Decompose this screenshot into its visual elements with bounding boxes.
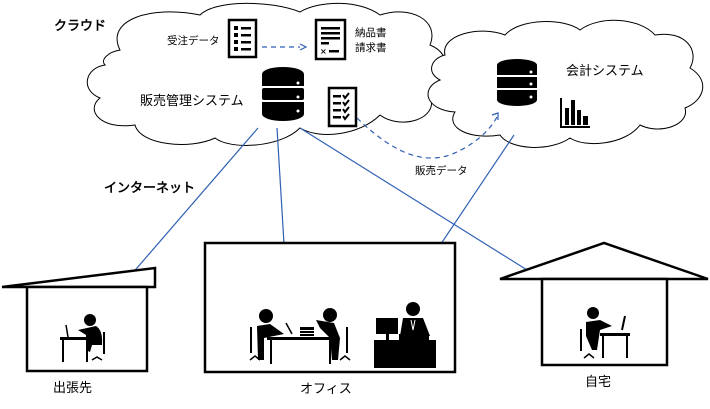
sales-data-arrow <box>356 112 499 159</box>
invoice-label: 請求書 <box>355 42 387 54</box>
accounting-database-icon <box>497 59 537 106</box>
meeting-people-icon <box>249 308 351 364</box>
office-label: オフィス <box>300 382 352 397</box>
home-label: 自宅 <box>585 375 612 390</box>
business-trip-building <box>1 266 157 373</box>
business-trip-label: 出張先 <box>53 381 93 396</box>
bar-chart-icon <box>560 98 590 128</box>
home-building <box>499 241 709 367</box>
cloud-label: クラウド <box>54 19 107 34</box>
person-at-computer-icon <box>580 307 630 359</box>
link-home <box>299 127 568 296</box>
person-at-laptop-icon <box>60 314 105 362</box>
order-to-invoice-arrow <box>262 43 308 51</box>
checklist-document-icon <box>327 86 358 128</box>
internet-label: インターネット <box>104 181 196 196</box>
sales-system-label: 販売管理システム <box>140 94 244 109</box>
list-document-icon <box>227 18 258 59</box>
person-at-desk-icon <box>374 302 436 368</box>
invoice-document-icon: × <box>314 18 347 61</box>
delivery-note-label: 納品書 <box>355 27 387 39</box>
sales-data-label: 販売データ <box>415 165 468 177</box>
sales-database-icon <box>262 67 304 121</box>
svg-text:×: × <box>320 47 327 56</box>
order-data-label: 受注データ <box>167 35 220 47</box>
accounting-cloud <box>427 19 704 148</box>
accounting-system-label: 会計システム <box>566 64 644 79</box>
